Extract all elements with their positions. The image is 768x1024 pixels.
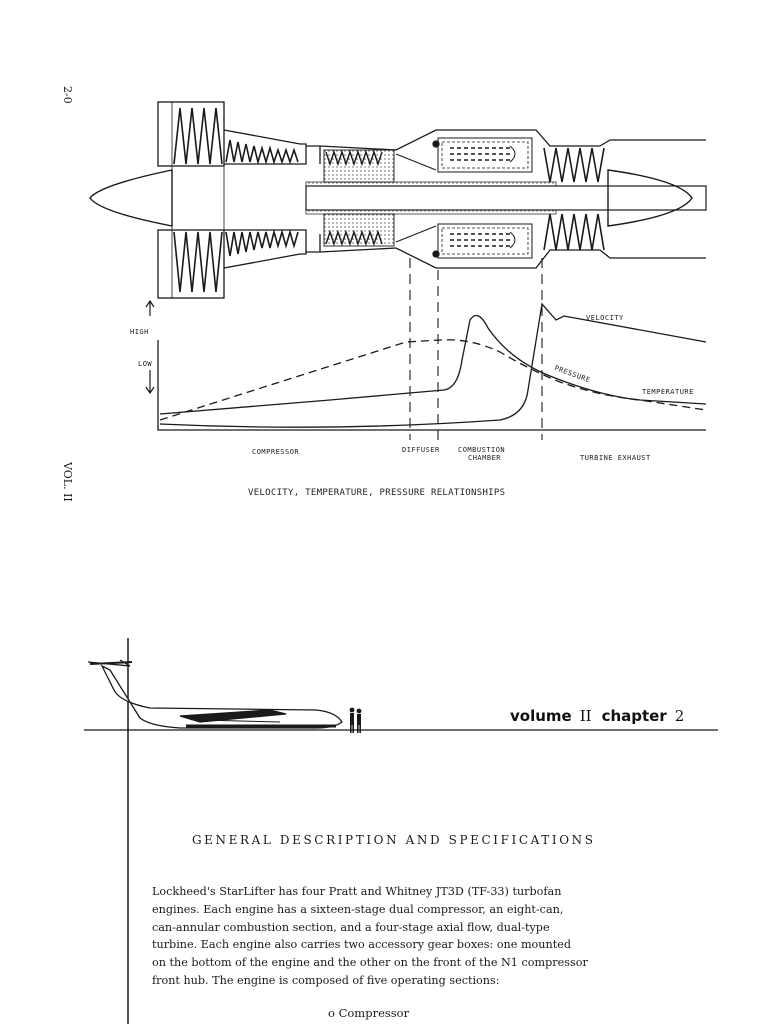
volume-numeral: II — [579, 707, 592, 725]
relationship-graph — [145, 299, 707, 431]
turbine-exhaust-label: TURBINE EXHAUST — [580, 454, 651, 462]
diagram-caption: VELOCITY, TEMPERATURE, PRESSURE RELATION… — [248, 488, 506, 498]
paragraph-line: on the bottom of the engine and the othe… — [152, 956, 588, 970]
paragraph-line: engines. Each engine has a sixteen-stage… — [152, 902, 564, 916]
paragraph-line: turbine. Each engine also carries two ac… — [152, 938, 571, 952]
high-label: HIGH — [130, 328, 149, 336]
engine-diagram — [89, 101, 707, 440]
section-title: GENERAL DESCRIPTION AND SPECIFICATIONS — [192, 833, 596, 847]
people-silhouette-icon — [349, 707, 362, 733]
aircraft-header-art — [84, 638, 718, 1024]
combustion-label-line2: CHAMBER — [468, 454, 502, 462]
volume-side-label: VOL. II — [61, 462, 74, 502]
engine-cross-section — [89, 101, 707, 440]
list-item: o Compressor — [328, 1006, 410, 1020]
velocity-label: VELOCITY — [586, 314, 624, 322]
temperature-label: TEMPERATURE — [642, 388, 694, 396]
low-label: LOW — [138, 360, 153, 368]
chapter-number: 2 — [674, 707, 685, 725]
combustion-label-line1: COMBUSTION — [458, 446, 506, 454]
page-number: 2-0 — [61, 86, 74, 104]
paragraph-line: front hub. The engine is composed of fiv… — [152, 973, 500, 987]
chapter-heading: volume II chapter 2 — [510, 707, 684, 725]
chapter-word: chapter — [601, 707, 667, 725]
paragraph-line: Lockheed's StarLifter has four Pratt and… — [152, 885, 562, 898]
starlifter-aircraft-icon — [87, 659, 343, 729]
diffuser-label: DIFFUSER — [402, 446, 440, 454]
paragraph-line: can-annular combustion section, and a fo… — [152, 920, 550, 934]
compressor-label: COMPRESSOR — [252, 448, 300, 456]
body-paragraph: Lockheed's StarLifter has four Pratt and… — [152, 883, 672, 990]
volume-word: volume — [510, 707, 572, 725]
